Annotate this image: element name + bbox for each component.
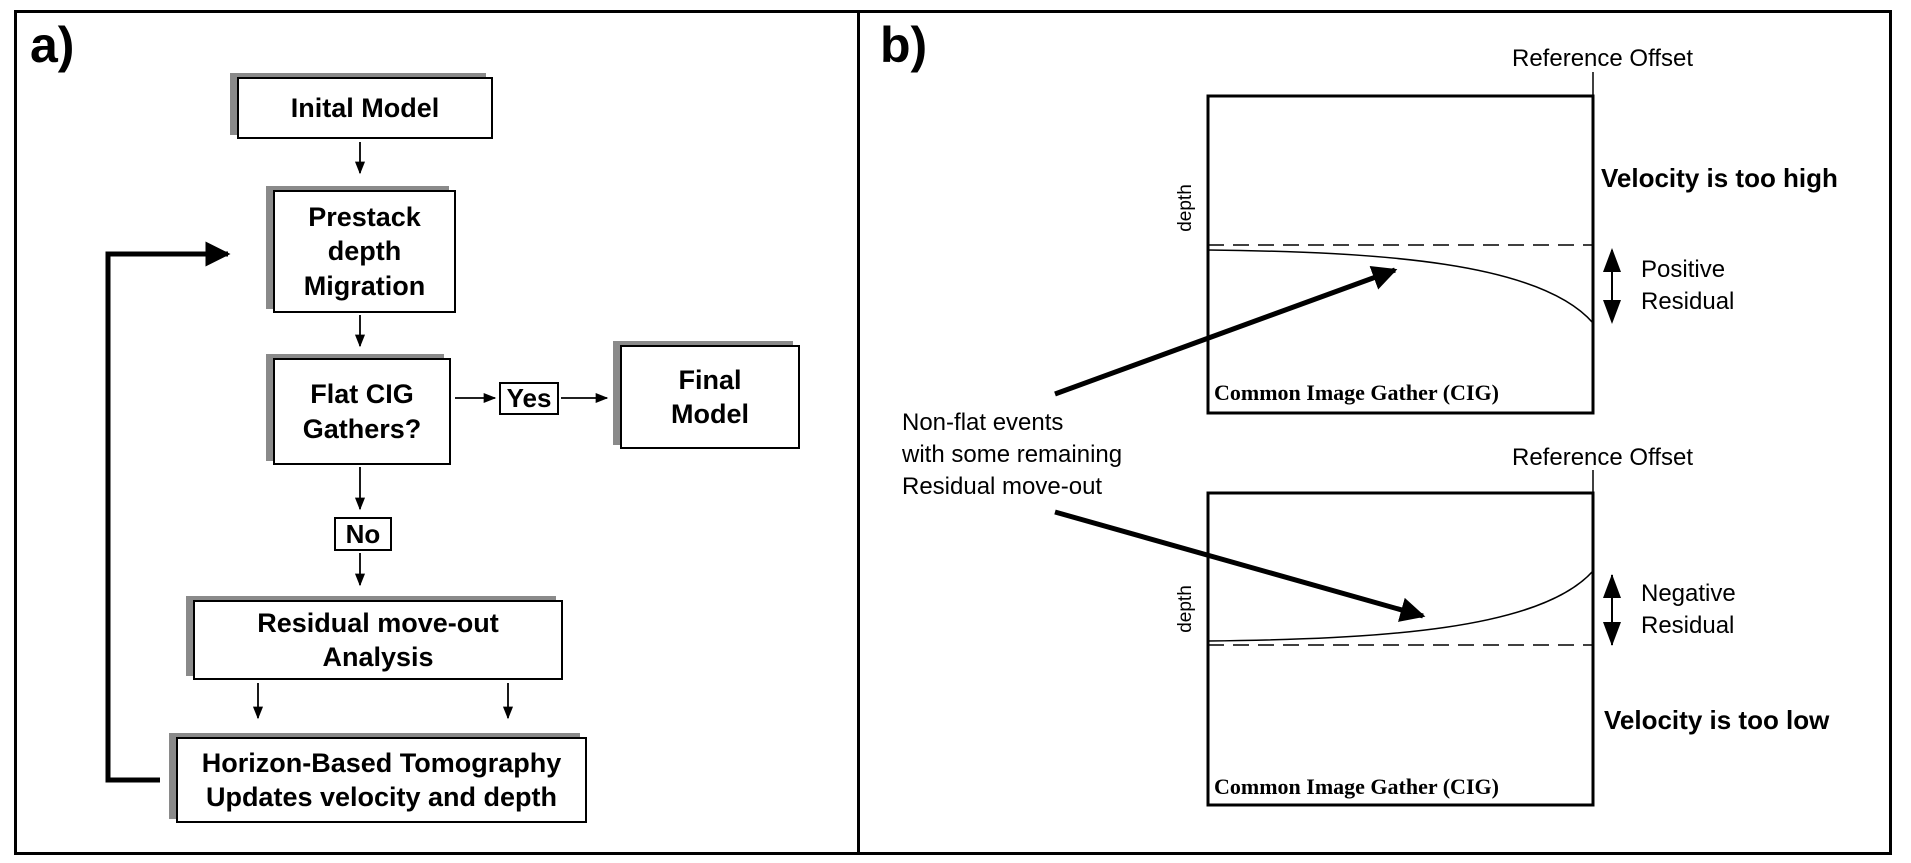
cig-box-bottom [1206,491,1595,807]
residual-arrow-bottom-head-down [1603,622,1621,646]
event-curve-top [1207,249,1594,324]
residual-arrow-bottom-head-up [1603,574,1621,598]
panel-b-label: b) [880,17,928,73]
cig-box-top [1206,94,1595,415]
non-flat-events-annotation: Non-flat events with some remaining Resi… [902,409,1123,500]
residual-arrow-top-head-down [1603,300,1621,324]
reference-offset-bottom: Reference Offset [1512,444,1693,471]
prestack-migration-box: Prestack depth Migration [273,190,456,313]
flow-arrows [252,142,609,720]
velocity-too-low: Velocity is too low [1604,705,1830,735]
cig-caption-bottom: Common Image Gather (CIG) [1214,774,1499,799]
annotation-arrow-bottom [1054,509,1426,622]
panel-a-label: a) [30,17,75,73]
tomography-box: Horizon-Based Tomography Updates velocit… [176,737,587,823]
feedback-loop-arrow [105,241,231,783]
reference-offset-top: Reference Offset [1512,45,1693,72]
panel-divider [857,10,860,855]
cig-caption-top: Common Image Gather (CIG) [1214,380,1499,405]
yes-label: Yes [499,382,559,415]
positive-residual: Positive Residual [1641,256,1735,315]
annotation-arrow-top [1054,265,1398,397]
initial-model-box: Inital Model [237,77,493,139]
residual-arrow-top-head-up [1603,248,1621,272]
no-label: No [334,517,392,551]
figure-frame [14,10,1892,855]
event-curve-bottom [1207,570,1594,642]
negative-residual: Negative Residual [1641,580,1736,639]
residual-analysis-box: Residual move-out Analysis [193,600,563,680]
flat-cig-decision-box: Flat CIG Gathers? [273,358,451,465]
final-model-box: Final Model [620,345,800,449]
velocity-too-high: Velocity is too high [1601,163,1838,193]
